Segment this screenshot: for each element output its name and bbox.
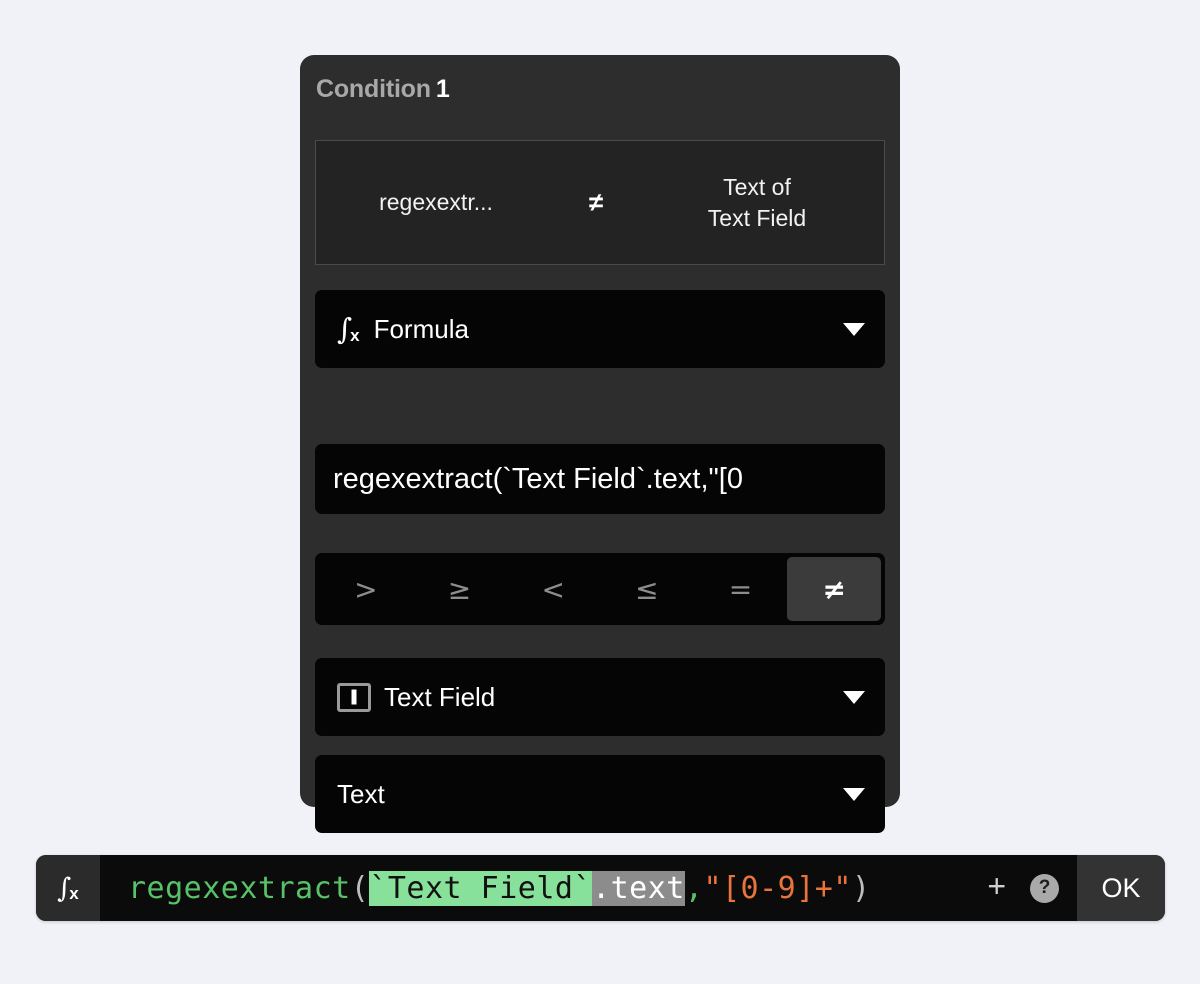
token-function: regexextract: [128, 870, 351, 906]
condition-summary-box: regexextr... ≠ Text of Text Field: [315, 140, 885, 265]
summary-left-operand: regexextr...: [379, 189, 493, 215]
add-button[interactable]: +: [987, 868, 1006, 904]
chevron-down-icon: [843, 787, 865, 801]
operator-greater-than[interactable]: >: [354, 572, 378, 606]
formula-editor-actions: + ?: [977, 855, 1077, 921]
card-title-number: 1: [435, 75, 450, 103]
card-title-word: Condition: [316, 75, 431, 103]
summary-right-line1: Text of: [723, 174, 791, 201]
summary-operator: ≠: [588, 187, 604, 217]
chevron-down-icon: [843, 322, 865, 336]
summary-right-line2: Text Field: [707, 204, 807, 231]
text-field-icon: [337, 682, 371, 712]
target-element-select[interactable]: Text Field: [315, 658, 885, 736]
chevron-down-icon: [843, 690, 865, 704]
formula-editor-bar: ∫x regexextract(`Text Field`.text,"[0-9]…: [36, 855, 1165, 921]
operator-less-than[interactable]: <: [541, 572, 565, 606]
source-type-value: Formula: [373, 313, 469, 344]
help-icon[interactable]: ?: [1030, 873, 1059, 903]
operator-not-equal[interactable]: ≠: [787, 557, 882, 621]
target-property-value: Text: [337, 778, 385, 809]
source-type-select[interactable]: ∫x Formula: [315, 290, 885, 368]
operator-greater-than-or-equal[interactable]: ≥: [447, 572, 472, 606]
fx-icon: ∫x: [337, 311, 360, 346]
operator-segmented-control[interactable]: > ≥ < ≤ = ≠: [315, 553, 885, 625]
summary-right-operand: Text of Text Field: [636, 172, 884, 233]
formula-editor-fx-button[interactable]: ∫x: [36, 855, 100, 921]
target-property-select[interactable]: Text: [315, 755, 885, 833]
operator-equal[interactable]: =: [728, 572, 753, 606]
target-element-value: Text Field: [384, 681, 496, 712]
token-close-paren: ): [851, 870, 871, 906]
token-string-literal: "[0-9]+": [703, 870, 852, 906]
formula-input[interactable]: regexextract(`Text Field`.text,"[0: [315, 444, 885, 514]
token-property: .text: [592, 870, 685, 906]
token-comma: ,: [684, 870, 704, 906]
ok-button[interactable]: OK: [1077, 855, 1165, 921]
token-field-reference: `Text Field`: [369, 870, 593, 906]
token-open-paren: (: [350, 870, 370, 906]
formula-editor-code[interactable]: regexextract(`Text Field`.text,"[0-9]+"): [100, 855, 978, 921]
fx-icon: ∫x: [57, 872, 79, 904]
formula-input-value: regexextract(`Text Field`.text,"[0: [333, 462, 743, 495]
operator-less-than-or-equal[interactable]: ≤: [635, 572, 659, 606]
